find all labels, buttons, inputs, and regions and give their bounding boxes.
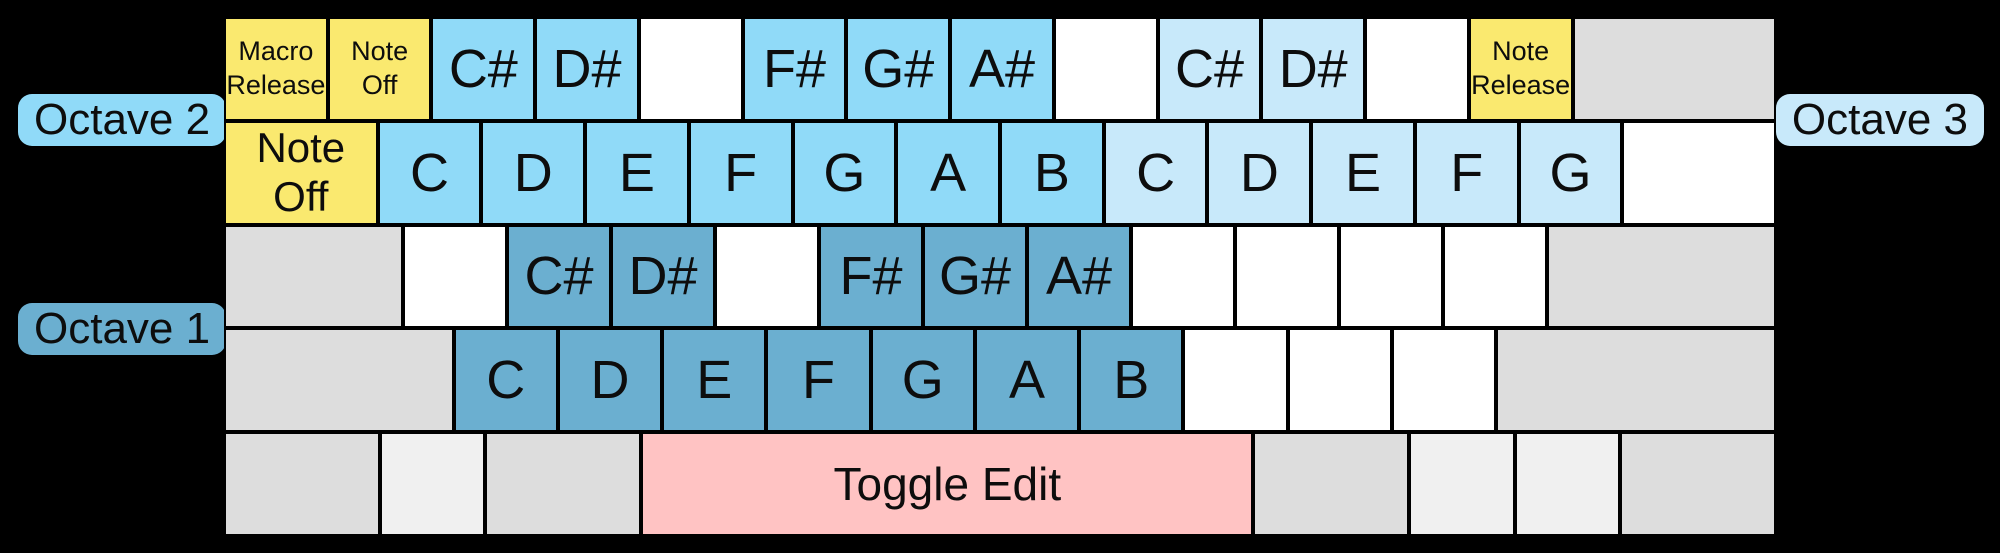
key-c: C: [1103, 120, 1208, 225]
key-a: A: [896, 120, 1000, 225]
key-blank-blank: [1365, 17, 1469, 121]
key-note-off: Note Off: [327, 17, 432, 121]
key-blank-blank: [1622, 120, 1776, 225]
keyboard-row-5: Toggle Edit: [224, 432, 1776, 536]
keyboard-row-3: C#D# F#G#A#: [224, 224, 1776, 329]
key-modifier-light-blank: [1514, 432, 1620, 536]
octave-2-label: Octave 2: [18, 94, 227, 146]
key-note-release: Note Release: [1468, 17, 1573, 121]
key-modifier-light-blank: [1409, 432, 1515, 536]
key-b: B: [1000, 120, 1104, 225]
key-modifier-blank: [1496, 328, 1776, 433]
key-blank-blank: [1287, 328, 1392, 433]
key-c-sharp: C#: [431, 17, 536, 121]
key-toggle-edit: Toggle Edit: [641, 432, 1254, 536]
key-modifier-blank: [224, 224, 403, 329]
key-b: B: [1079, 328, 1184, 433]
key-f-sharp: F#: [742, 17, 847, 121]
key-g: G: [870, 328, 975, 433]
key-f: F: [688, 120, 793, 225]
key-e: E: [585, 120, 689, 225]
key-modifier-blank: [224, 328, 454, 433]
key-blank-blank: [1183, 328, 1288, 433]
key-d-sharp: D#: [535, 17, 639, 121]
key-c: C: [453, 328, 558, 433]
key-d: D: [1207, 120, 1312, 225]
key-c-sharp: C#: [507, 224, 611, 329]
key-modifier-light-blank: [380, 432, 486, 536]
key-modifier-blank: [224, 432, 380, 536]
key-blank-blank: [403, 224, 507, 329]
key-c-sharp: C#: [1157, 17, 1262, 121]
key-d: D: [557, 328, 663, 433]
key-g: G: [792, 120, 897, 225]
key-g-sharp: G#: [846, 17, 951, 121]
key-modifier-blank: [1572, 17, 1777, 121]
key-modifier-blank: [1547, 224, 1776, 329]
key-a-sharp: A#: [950, 17, 1054, 121]
key-blank-blank: [1443, 224, 1547, 329]
key-modifier-blank: [1253, 432, 1410, 536]
key-note-off: Note Off: [224, 120, 378, 225]
key-g-sharp: G#: [923, 224, 1027, 329]
key-d-sharp: D#: [1261, 17, 1366, 121]
key-blank-blank: [1235, 224, 1339, 329]
key-blank-blank: [638, 17, 743, 121]
key-macro-release: Macro Release: [224, 17, 328, 121]
key-blank-blank: [1053, 17, 1158, 121]
octave-3-label: Octave 3: [1775, 94, 1984, 146]
key-d-sharp: D#: [611, 224, 715, 329]
key-modifier-blank: [485, 432, 642, 536]
key-blank-blank: [1391, 328, 1497, 433]
key-blank-blank: [1131, 224, 1235, 329]
key-g: G: [1518, 120, 1623, 225]
key-blank-blank: [1339, 224, 1443, 329]
key-f: F: [1414, 120, 1519, 225]
key-blank-blank: [715, 224, 819, 329]
key-a-sharp: A#: [1027, 224, 1131, 329]
key-f-sharp: F#: [819, 224, 923, 329]
key-e: E: [662, 328, 767, 433]
key-c: C: [377, 120, 482, 225]
key-d: D: [481, 120, 586, 225]
octave-1-label: Octave 1: [18, 303, 227, 355]
key-e: E: [1311, 120, 1415, 225]
key-modifier-blank: [1619, 432, 1776, 536]
key-f: F: [766, 328, 871, 433]
key-a: A: [974, 328, 1080, 433]
